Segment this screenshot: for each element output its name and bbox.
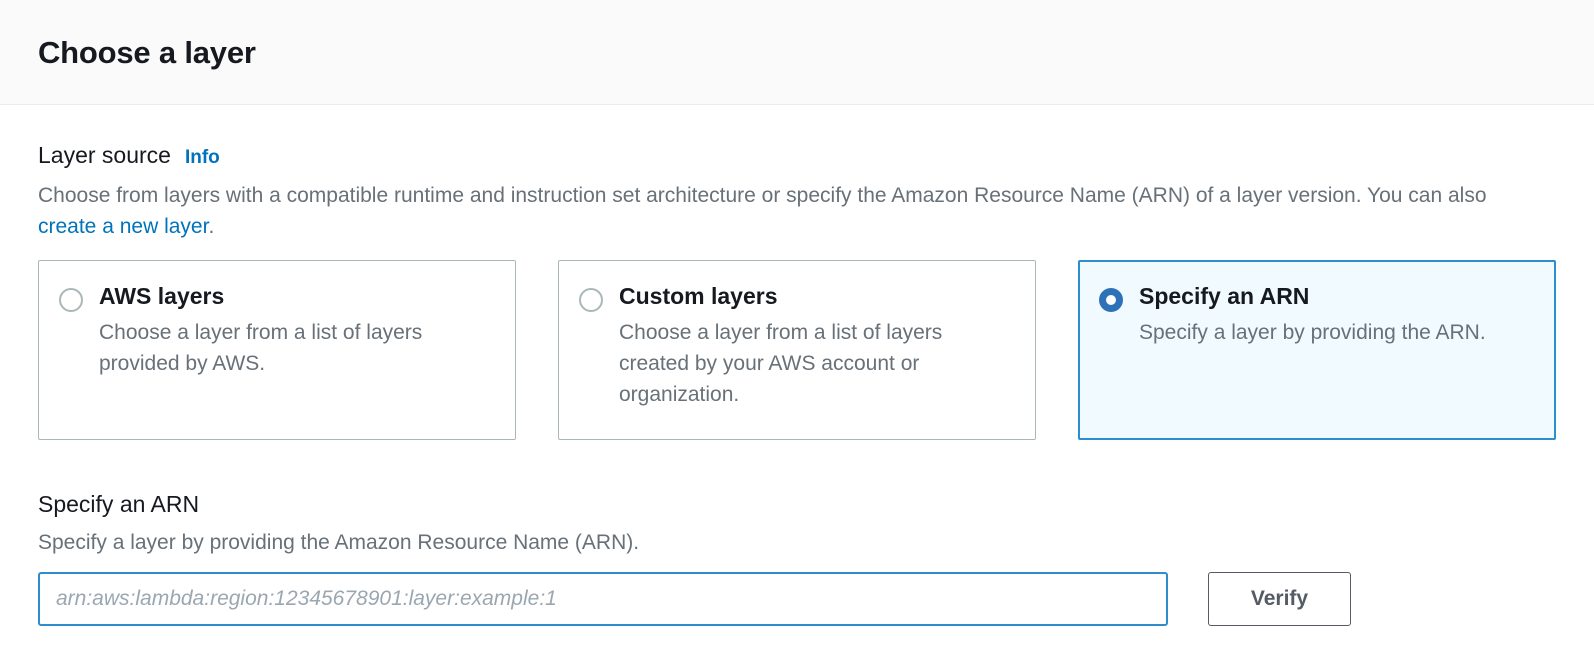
radio-unselected-icon[interactable] [579,288,603,312]
specify-arn-section: Specify an ARN Specify a layer by provid… [38,491,1556,627]
layer-source-description-text-1: Choose from layers with a compatible run… [38,184,1487,207]
layer-source-label: Layer source [38,142,171,168]
layer-source-description: Choose from layers with a compatible run… [38,180,1488,242]
option-title: Custom layers [619,283,778,309]
page-title: Choose a layer [38,34,256,70]
layer-source-option-custom-layers[interactable]: Custom layers Choose a layer from a list… [558,260,1036,440]
option-description: Choose a layer from a list of layers cre… [619,321,943,407]
radio-unselected-icon[interactable] [59,288,83,312]
panel-body: Layer source Info Choose from layers wit… [0,105,1594,627]
layer-source-description-text-2: . [208,215,215,238]
layer-source-option-specify-arn[interactable]: Specify an ARN Specify a layer by provid… [1078,260,1556,440]
option-description: Specify a layer by providing the ARN. [1139,321,1486,345]
verify-button[interactable]: Verify [1208,572,1351,627]
option-text: Specify an ARN Specify a layer by provid… [1139,283,1535,348]
option-text: Custom layers Choose a layer from a list… [619,283,1015,410]
option-text: AWS layers Choose a layer from a list of… [99,283,495,379]
layer-source-label-row: Layer source Info [38,105,1556,169]
layer-source-options: AWS layers Choose a layer from a list of… [38,260,1556,440]
info-link[interactable]: Info [184,147,220,168]
layer-source-option-aws-layers[interactable]: AWS layers Choose a layer from a list of… [38,260,516,440]
panel-header: Choose a layer [0,0,1594,105]
radio-selected-icon[interactable] [1099,288,1123,312]
option-title: Specify an ARN [1139,283,1310,309]
specify-arn-label: Specify an ARN [38,491,200,517]
specify-arn-description: Specify a layer by providing the Amazon … [38,531,640,555]
arn-input[interactable] [38,572,1168,627]
create-new-layer-link[interactable]: create a new layer [38,215,209,238]
option-description: Choose a layer from a list of layers pro… [99,321,423,376]
arn-input-row: Verify [38,572,1556,627]
option-title: AWS layers [99,283,225,309]
